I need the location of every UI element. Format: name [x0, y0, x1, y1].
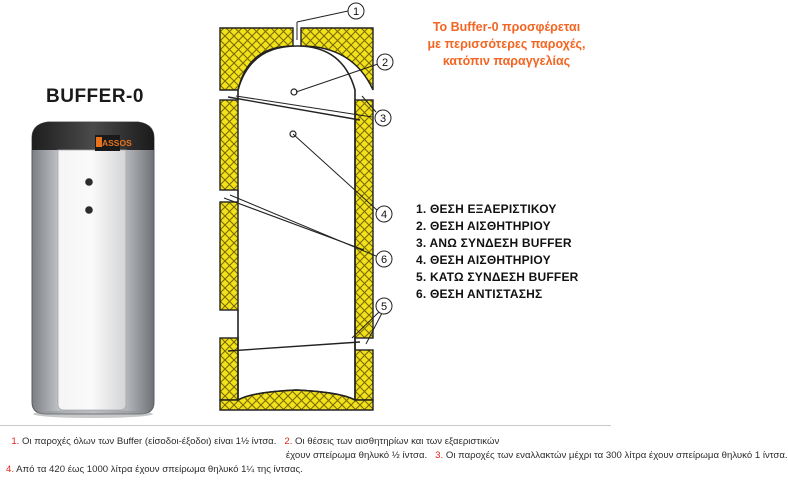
callout-1: 1: [347, 2, 365, 20]
offer-line-3: κατόπιν παραγγελίας: [442, 54, 571, 68]
note-4-text: Από τα 420 έως 1000 λίτρα έχουν σπείρωμα…: [16, 464, 303, 475]
callout-leaders: [229, 10, 383, 345]
offer-note: Το Buffer-0 προσφέρεται με περισσότερες …: [404, 19, 609, 70]
legend-item: 5. ΚΑΤΩ ΣΥΝΔΕΣΗ BUFFER: [416, 270, 579, 284]
fitting-lower-icon: [85, 206, 93, 214]
tank-wall: [237, 45, 356, 402]
divider: [0, 425, 611, 426]
logo-text: ASSOS: [102, 138, 132, 148]
callout-6-label: 6: [381, 254, 387, 266]
legend-list: 1. ΘΕΣΗ ΕΞΑΕΡΙΣΤΙΚΟΥ 2. ΘΕΣΗ ΑΙΣΘΗΤΗΡΙΟΥ…: [416, 201, 579, 303]
legend-item: 3. ΑΝΩ ΣΥΝΔΕΣΗ BUFFER: [416, 236, 572, 250]
callouts: 1 2 3 4 6 5: [347, 2, 394, 315]
callout-4-label: 4: [381, 209, 387, 221]
footnote-line-3: 4. Από τα 420 έως 1000 λίτρα έχουν σπείρ…: [6, 463, 610, 477]
callout-3-label: 3: [380, 113, 386, 125]
cross-section: [219, 27, 374, 411]
note-4-number: 4.: [6, 464, 15, 475]
assos-logo: ASSOS: [95, 135, 132, 151]
callout-2: 2: [376, 53, 394, 71]
callout-6: 6: [375, 250, 393, 268]
buffer-tank-photo: [31, 121, 155, 418]
callout-2-label: 2: [382, 57, 388, 69]
callout-1-label: 1: [353, 6, 359, 18]
note-2-text-b: έχουν σπείρωμα θηλυκό ½ ίντσα.: [285, 450, 428, 461]
legend-item: 6. ΘΕΣΗ ΑΝΤΙΣΤΑΣΗΣ: [416, 287, 543, 301]
offer-line-1: Το Buffer-0 προσφέρεται: [432, 20, 581, 34]
fitting-upper-icon: [85, 178, 93, 186]
footnote-line-1: 1. Οι παροχές όλων των Buffer (είσοδοι-έ…: [6, 435, 610, 449]
legend-item: 2. ΘΕΣΗ ΑΙΣΘΗΤΗΡΙΟΥ: [416, 219, 551, 233]
note-2-text-a: Οι θέσεις των αισθητηρίων και των εξαερι…: [295, 436, 500, 447]
note-3-number: 3.: [435, 450, 444, 461]
legend-item: 1. ΘΕΣΗ ΕΞΑΕΡΙΣΤΙΚΟΥ: [416, 202, 557, 216]
note-1-number: 1.: [11, 436, 20, 447]
product-title: BUFFER-0: [46, 86, 144, 107]
note-3-text: Οι παροχές των εναλλακτών μέχρι τα 300 λ…: [445, 450, 788, 461]
callout-5-label: 5: [381, 301, 387, 313]
legend-item: 4. ΘΕΣΗ ΑΙΣΘΗΤΗΡΙΟΥ: [416, 253, 551, 267]
note-2-number: 2.: [284, 436, 293, 447]
footnote-line-2: έχουν σπείρωμα θηλυκό ½ ίντσα. 3. Οι παρ…: [6, 449, 788, 463]
buffer-diagram-page: ASSOS: [0, 2, 788, 477]
callout-3: 3: [374, 109, 392, 127]
footnotes: 1. Οι παροχές όλων των Buffer (είσοδοι-έ…: [6, 435, 788, 477]
callout-5: 5: [375, 297, 393, 315]
offer-line-2: με περισσότερες παροχές,: [427, 37, 586, 51]
buffer-illustration: ASSOS: [31, 2, 394, 418]
callout-4: 4: [375, 205, 393, 223]
note-1-text: Οι παροχές όλων των Buffer (είσοδοι-έξοδ…: [22, 436, 277, 447]
